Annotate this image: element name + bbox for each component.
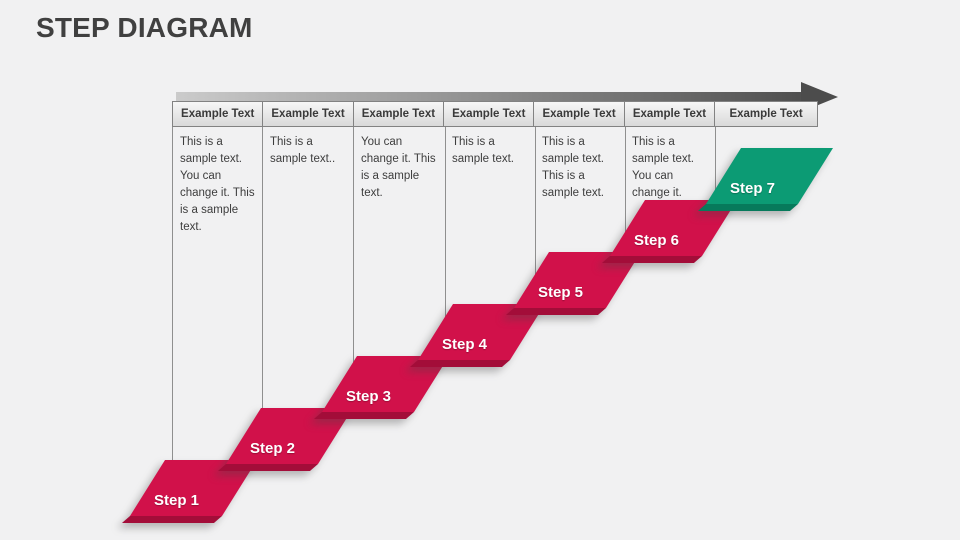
step-edge [121,516,222,523]
step-label: Step 4 [442,336,488,353]
header-cell-3: Example Text [352,101,445,127]
column-divider [715,127,716,212]
step-edge [217,464,318,471]
step-shape-6: Step 6 [601,200,737,263]
step-label: Step 5 [538,284,584,301]
header-cell-1: Example Text [172,101,264,127]
column-divider [535,127,536,278]
step-edge [697,204,798,211]
step-shape-1: Step 1 [121,460,257,523]
step-label: Step 6 [634,232,680,249]
step-shape-4: Step 4 [409,304,545,367]
header-cell-4: Example Text [443,101,535,127]
column-body-text-4: This is a sample text. [452,136,514,165]
step-edge [505,308,606,315]
header-cell-6: Example Text [623,101,716,127]
column-divider [262,127,263,425]
slide-title: STEP DIAGRAM [36,12,253,43]
step-shape-2: Step 2 [217,408,353,471]
step-label: Step 3 [346,388,392,405]
step-edge [601,256,702,263]
column-body-text-5: This is a sample text. This is a sample … [542,136,604,199]
column-divider [353,127,354,368]
column-body-text-1: This is a sample text. You can change it… [180,136,255,233]
column-divider [445,127,446,322]
step-shape-3: Step 3 [313,356,449,419]
step-label: Step 1 [154,492,200,509]
header-cell-2: Example Text [262,101,354,127]
column-divider [625,127,626,236]
column-body-text-3: You can change it. This is a sample text… [361,136,436,199]
header-row: Example Text Example Text Example Text E… [172,101,819,127]
step-edge [409,360,510,367]
column-divider [172,127,173,475]
header-cell-7: Example Text [714,101,819,127]
step-shape-5: Step 5 [505,252,641,315]
step-label: Step 7 [730,180,776,197]
step-label: Step 2 [250,440,296,457]
column-body-text-6: This is a sample text. You can change it… [632,136,694,199]
column-body-text-2: This is a sample text.. [270,136,336,165]
header-cell-5: Example Text [533,101,625,127]
step-shape-7: Step 7 [697,148,833,211]
timeline-arrow-shaft [176,92,804,101]
step-edge [313,412,414,419]
